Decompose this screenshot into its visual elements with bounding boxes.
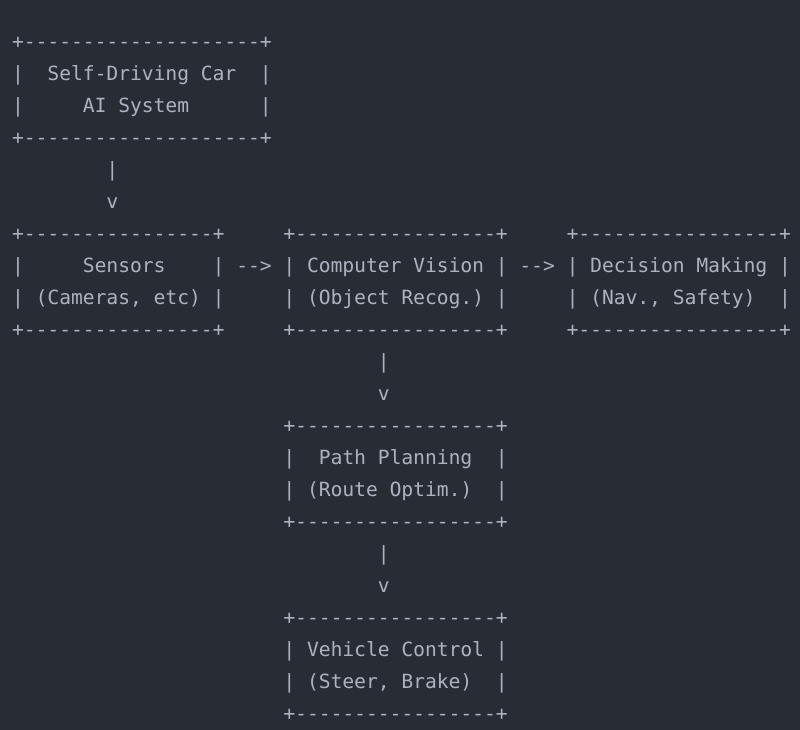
diagram-line: +-----------------+ [12,701,508,725]
diagram-line: v [12,381,390,405]
diagram-line: +----------------+ +-----------------+ +… [12,317,791,341]
diagram-line: | (Route Optim.) | [12,477,508,501]
diagram-line: | Sensors | --> | Computer Vision | --> … [12,253,791,277]
diagram-line: | Self-Driving Car | [12,61,272,85]
diagram-line: | [12,349,390,373]
diagram-line: | Vehicle Control | [12,637,508,661]
diagram-line: | (Steer, Brake) | [12,669,508,693]
diagram-line: | [12,541,390,565]
diagram-line: v [12,189,119,213]
diagram-line: +-----------------+ [12,605,508,629]
diagram-line: +-----------------+ [12,509,508,533]
ascii-architecture-diagram: +--------------------+ | Self-Driving Car… [0,20,800,730]
diagram-line: +----------------+ +-----------------+ +… [12,221,791,245]
diagram-line: | [12,157,119,181]
diagram-line: | (Cameras, etc) | | (Object Recog.) | |… [12,285,791,309]
diagram-line: | AI System | [12,93,272,117]
diagram-line: | Path Planning | [12,445,508,469]
diagram-line: +--------------------+ [12,29,272,53]
diagram-line: +--------------------+ [12,125,272,149]
diagram-line: +-----------------+ [12,413,508,437]
diagram-line: v [12,573,390,597]
